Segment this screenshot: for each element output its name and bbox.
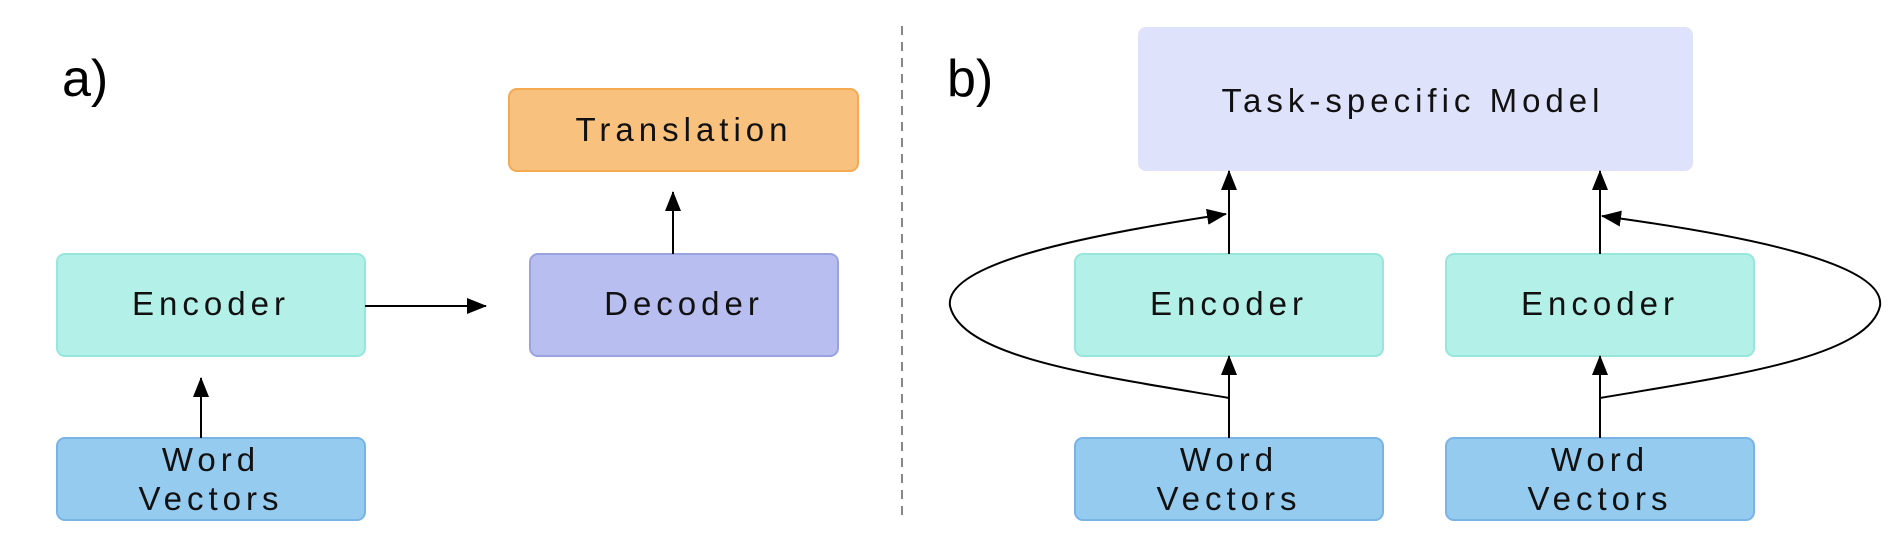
encoder-label-b-left: Encoder [1150, 285, 1308, 322]
encoder-box-b-right: Encoder [1445, 253, 1755, 357]
word-vectors-label-a-line1: Word [162, 441, 260, 478]
word-vectors-label-a-line2: Vectors [138, 480, 283, 517]
panel-a-label: a) [62, 50, 108, 108]
task-model-rect-b [1138, 27, 1693, 171]
translation-label-a: Translation [575, 111, 792, 148]
word-vectors-box-b-left: Word Vectors [1074, 437, 1384, 521]
task-model-label-b: Task-specific Model [1222, 82, 1605, 119]
task-model-box-b: Task-specific Model [1138, 27, 1693, 171]
decoder-rect-a [529, 253, 839, 357]
encoder-label-a: Encoder [132, 285, 290, 322]
word-vectors-label-b-left-line1: Word [1180, 441, 1278, 478]
translation-rect-a [508, 88, 859, 172]
word-vectors-box-a: Word Vectors [56, 437, 366, 521]
word-vectors-box-b-right: Word Vectors [1445, 437, 1755, 521]
translation-box-a: Translation [508, 88, 859, 172]
decoder-box-a: Decoder [529, 253, 839, 357]
encoder-box-a: Encoder [56, 253, 366, 357]
word-vectors-label-b-right-line2: Vectors [1527, 480, 1672, 517]
skip-arrow-b-right [1599, 210, 1882, 399]
encoder-label-b-right: Encoder [1521, 285, 1679, 322]
encoder-box-b-left: Encoder [1074, 253, 1384, 357]
word-vectors-label-b-right-line1: Word [1551, 441, 1649, 478]
word-vectors-rect-a [56, 437, 366, 521]
decoder-label-a: Decoder [604, 285, 764, 322]
panel-b-label: b) [947, 50, 993, 108]
word-vectors-label-b-left-line2: Vectors [1156, 480, 1301, 517]
skip-arrow-b-left [948, 208, 1230, 399]
